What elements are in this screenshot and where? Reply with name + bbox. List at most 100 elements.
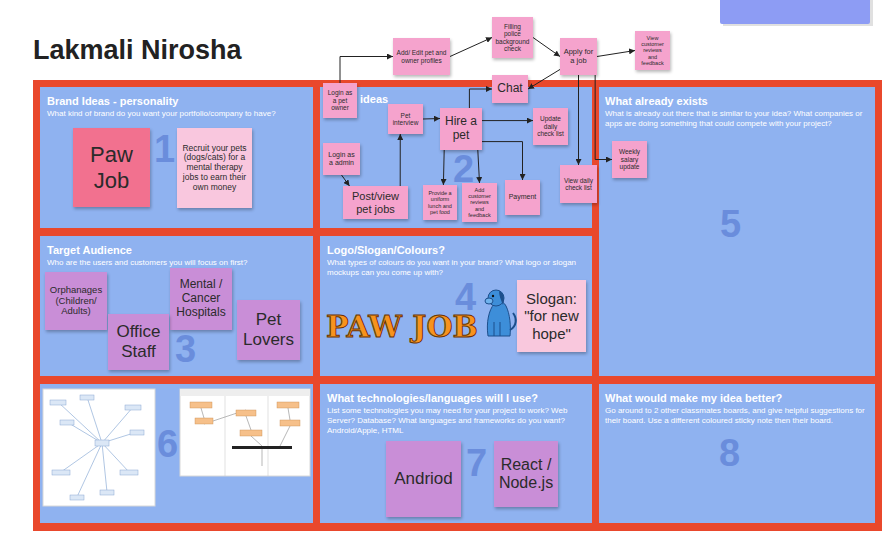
flow-box: [236, 410, 256, 416]
sticky-note: React / Node.js: [494, 441, 558, 507]
mindmap-image: [43, 389, 155, 506]
flow-arrow: [400, 134, 401, 186]
flow-arrow: [342, 175, 350, 186]
flow-arrow: [578, 75, 579, 165]
flow-arrow: [450, 38, 492, 57]
dog-eye: [492, 295, 494, 297]
sticky-note: View customer reviews and feedback: [635, 31, 670, 70]
panel-prompt: What is already out there that is simila…: [605, 109, 867, 129]
sticky-text: Paw Job: [76, 142, 147, 193]
sticky-note: Hire a pet: [440, 108, 482, 150]
mindmap-box: [60, 420, 74, 425]
sticky-text: Chat: [495, 82, 525, 96]
image-header: [180, 389, 310, 396]
dog-tail: [510, 313, 516, 330]
sticky-note: Weekly salary update: [612, 141, 647, 178]
sticky-note: View daily check list: [560, 165, 597, 203]
image-frame: [180, 389, 310, 476]
sticky-text: Login as a admin: [326, 151, 357, 167]
flow-box: [190, 402, 212, 408]
sticky-text: Update daily check list: [536, 115, 565, 137]
panel-number: 6: [157, 425, 178, 463]
mindmap-box: [100, 490, 114, 495]
sticky-text: Office Staff: [111, 322, 166, 361]
sticky-text: React / Node.js: [497, 456, 555, 493]
board-panel: Logo/Slogan/Colours?What types of colour…: [320, 236, 592, 376]
panel-heading: Target Audience: [47, 244, 306, 257]
dog-snout: [485, 298, 493, 304]
mindmap-box: [95, 440, 109, 446]
flow-arrow: [469, 89, 492, 108]
flow-box: [277, 402, 299, 408]
mindmap-box: [50, 400, 66, 405]
swimlane-line: [225, 396, 268, 476]
board-panel: What technologies/languages will I use?L…: [320, 384, 592, 523]
sticky-text: Apply for a job: [563, 48, 594, 65]
flow-line: [262, 449, 263, 466]
sticky-note: Provide a uniform lunch and pet food: [423, 185, 457, 220]
board-panel: Brand Ideas - personalityWhat kind of br…: [40, 87, 313, 228]
mindmap-box: [125, 405, 141, 410]
sticky-note: Andriod: [386, 441, 461, 517]
sticky-text: Hire a pet: [443, 115, 479, 143]
panel-prompt: List some technologies you may need for …: [327, 406, 585, 436]
logo-text: PAW JOB: [326, 312, 478, 342]
dog-figure: [485, 290, 516, 336]
dog-ear: [499, 291, 504, 305]
sticky-text: Add customer reviews and feedback: [465, 187, 494, 219]
sticky-text: Weekly salary update: [615, 148, 644, 170]
sticky-note: Orphanages (Children/ Adults): [45, 272, 107, 330]
corner-card: [720, 0, 870, 24]
mindmap-branch: [58, 397, 137, 497]
sticky-note: Login as a admin: [323, 143, 360, 175]
sticky-note: Filling police background check: [492, 17, 533, 58]
sticky-text: Pet Lovers: [240, 310, 297, 349]
flow-box: [195, 418, 213, 424]
flow-arrow: [443, 150, 445, 185]
mindmap-lines: [58, 397, 137, 497]
image-frame: [43, 389, 155, 506]
panel-heading: What would make my idea better?: [605, 392, 867, 405]
sticky-note: Add customer reviews and feedback: [462, 183, 497, 222]
panel-number: 1: [154, 130, 175, 168]
sticky-note: Office Staff: [108, 314, 169, 370]
panel-prompt: What kind of brand do you want your port…: [47, 109, 306, 119]
sticky-note: Slogan: "for new hope": [517, 280, 586, 352]
panel-prompt: What types of colours do you want in you…: [327, 258, 585, 278]
board-panel: ideas2Login as a pet ownerPet interviewH…: [320, 87, 592, 228]
mindmap-box: [52, 470, 70, 475]
mindmap-box: [120, 470, 138, 475]
sticky-note: Apply for a job: [560, 38, 597, 75]
flow-arrow: [597, 51, 635, 57]
flowchart-image: [180, 389, 310, 476]
flow-box: [240, 430, 262, 436]
board-title: Lakmali Nirosha: [33, 34, 242, 66]
sticky-text: Post/view pet jobs: [346, 190, 405, 215]
sticky-text: Slogan: "for new hope": [520, 290, 583, 342]
mindmap-box: [130, 430, 144, 435]
flow-box: [280, 420, 300, 426]
flow-arrow: [340, 57, 393, 84]
sticky-note: Post/view pet jobs: [343, 186, 408, 219]
sticky-text: Orphanages (Children/ Adults): [48, 285, 104, 318]
mindmap-box: [70, 495, 84, 500]
panel-heading: Logo/Slogan/Colours?: [327, 244, 585, 257]
panel-heading: What already exists: [605, 95, 867, 108]
dog-body: [487, 301, 510, 336]
board-panel: What already existsWhat is already out t…: [599, 87, 875, 376]
board-panel: What would make my idea better?Go around…: [599, 384, 875, 523]
panel-heading: What technologies/languages will I use?: [327, 392, 585, 405]
sticky-note: Paw Job: [73, 128, 150, 207]
sticky-text: Filling police background check: [495, 23, 530, 53]
sticky-text: View daily check list: [563, 177, 594, 192]
flow-arrow: [595, 75, 612, 160]
panel-number: 3: [175, 330, 196, 368]
fork-bar: [232, 446, 292, 449]
mindmap-boxes: [50, 395, 144, 500]
sticky-note: Pet interview: [388, 104, 423, 134]
sticky-note: Add/ Edit pet and owner profiles: [393, 38, 450, 75]
sticky-note: Recruit your pets (dogs/cats) for a ment…: [177, 128, 252, 208]
sticky-text: Provide a uniform lunch and pet food: [426, 190, 454, 215]
dog-legs: [494, 322, 500, 336]
flow-line: [201, 408, 290, 446]
